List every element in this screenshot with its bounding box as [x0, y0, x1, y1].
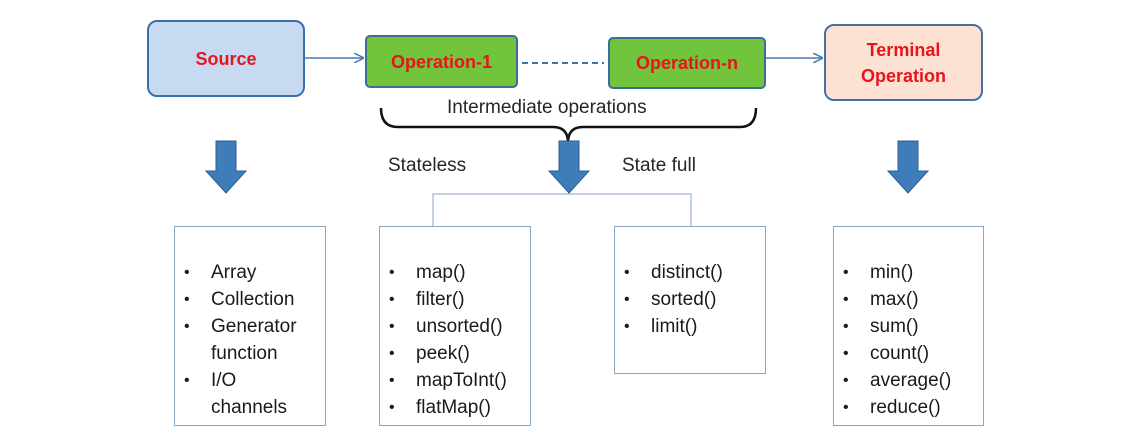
operation-n-node-label: Operation-n	[636, 53, 738, 73]
source-node-label: Source	[195, 48, 257, 69]
source-list-item: Array	[184, 259, 325, 286]
source-types-list: Array Collection Generator function I/O …	[175, 227, 325, 421]
operation-1-node-label: Operation-1	[390, 51, 492, 72]
stateless-list-item: map()	[389, 259, 530, 286]
statefull-list-item: sorted()	[624, 286, 765, 313]
stateless-label: Stateless	[388, 155, 467, 176]
terminal-list-item: reduce()	[843, 394, 983, 421]
source-list-item: Collection	[184, 286, 325, 313]
source-down-arrow-icon	[204, 140, 248, 194]
statefull-operations-list: distinct() sorted() limit()	[615, 227, 765, 340]
source-types-panel: Array Collection Generator function I/O …	[174, 226, 326, 426]
stateless-operations-panel: map() filter() unsorted() peek() mapToIn…	[379, 226, 531, 426]
statefull-list-item: distinct()	[624, 259, 765, 286]
stateless-list-item: peek()	[389, 340, 530, 367]
stateless-list-item: unsorted()	[389, 313, 530, 340]
terminal-down-arrow-icon	[886, 140, 930, 194]
intermediate-down-arrow-icon	[547, 140, 591, 194]
operation-n-node: Operation-n	[608, 37, 766, 89]
connectors-layer	[204, 0, 930, 226]
source-list-item-continuation: channels	[211, 397, 288, 418]
source-list-item: I/O	[184, 367, 325, 394]
statefull-operations-panel: distinct() sorted() limit()	[614, 226, 766, 374]
stateless-list-item: flatMap()	[389, 394, 530, 421]
stateless-operations-list: map() filter() unsorted() peek() mapToIn…	[380, 227, 530, 421]
source-list-item-continuation: function	[211, 343, 278, 364]
statefull-list-item: limit()	[624, 313, 765, 340]
stateless-list-item: filter()	[389, 286, 530, 313]
terminal-list-item: count()	[843, 340, 983, 367]
source-list-item: Generator	[184, 313, 325, 340]
terminal-operations-panel: min() max() sum() count() average() redu…	[833, 226, 984, 426]
stateless-list-item: mapToInt()	[389, 367, 530, 394]
terminal-list-item: min()	[843, 259, 983, 286]
terminal-list-item: max()	[843, 286, 983, 313]
split-connector	[432, 193, 692, 226]
terminal-operations-list: min() max() sum() count() average() redu…	[834, 227, 983, 421]
terminal-operation-node-label: Terminal Operation	[860, 39, 946, 86]
source-node: Source	[147, 20, 305, 97]
terminal-list-item: sum()	[843, 313, 983, 340]
terminal-list-item: average()	[843, 367, 983, 394]
statefull-label: State full	[622, 155, 696, 176]
terminal-operation-node: Terminal Operation	[824, 24, 983, 101]
operation-1-node: Operation-1	[365, 35, 518, 88]
intermediate-operations-label: Intermediate operations	[447, 97, 647, 118]
